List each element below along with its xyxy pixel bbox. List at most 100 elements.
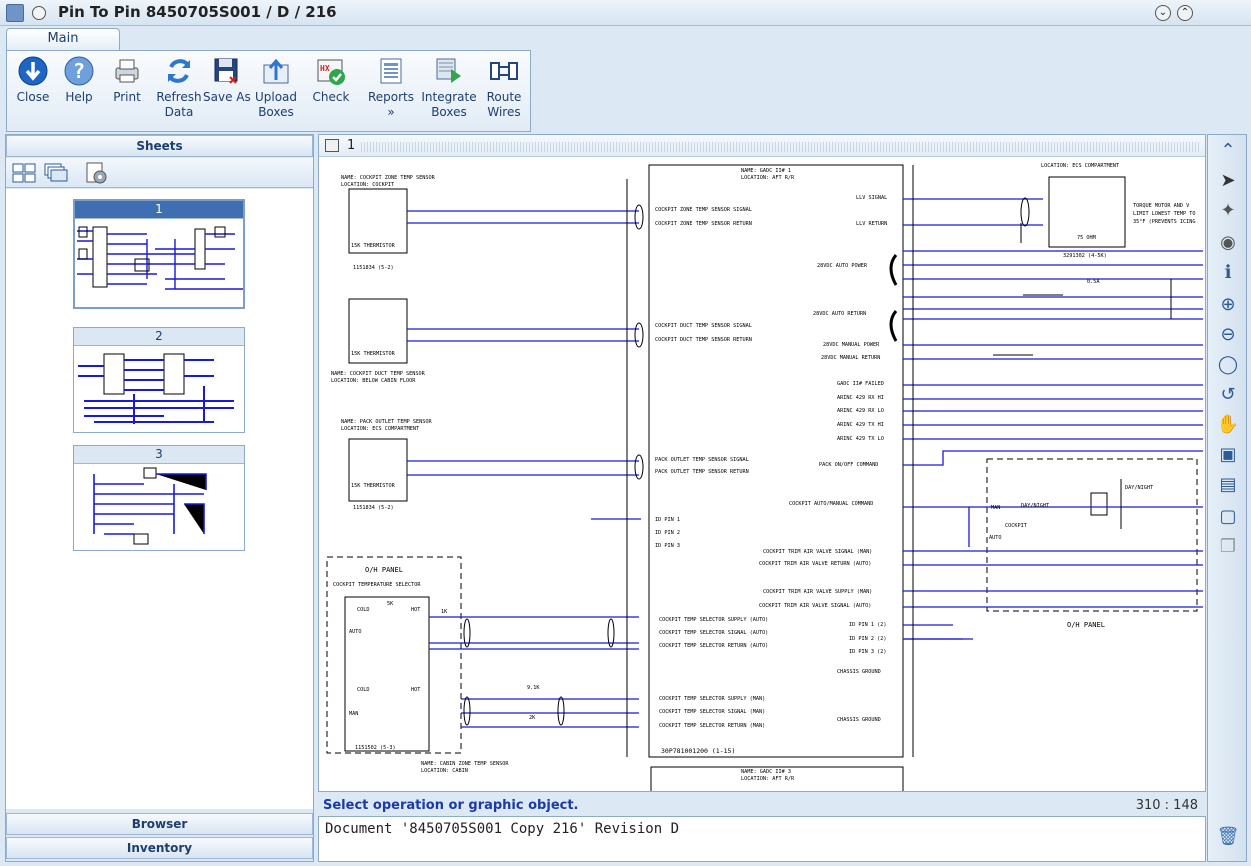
pin-label: PACK ON/OFF COMMAND xyxy=(819,462,878,468)
sheet-thumbnail-list: 1 2 3 xyxy=(6,189,313,809)
floppy-disk-icon xyxy=(214,58,238,84)
save-as-button[interactable]: Save As xyxy=(203,55,251,105)
pan-hand-icon[interactable]: ✋ xyxy=(1216,414,1240,435)
pin-label: ID PIN 3 (2) xyxy=(849,649,886,655)
pin-window-icon[interactable] xyxy=(32,6,46,20)
overview-icon[interactable]: ▤ xyxy=(1219,474,1237,495)
day-night-label: DAY/NIGHT xyxy=(1021,503,1049,509)
ribbon-toolbar: Close ? Help Print Refresh Data Save As … xyxy=(6,50,531,132)
cold-label: COLD xyxy=(357,607,370,613)
sensor2-name: NAME: COCKPIT DUCT TEMP SENSOR xyxy=(331,371,426,377)
integrate-boxes-button[interactable]: Integrate Boxes xyxy=(421,55,477,120)
resistor-5k: 5K xyxy=(387,601,394,607)
sheet-thumbnail[interactable]: 1 xyxy=(73,199,245,309)
hot-label: HOT xyxy=(411,687,420,693)
sheet-thumbnail[interactable]: 2 xyxy=(73,327,245,433)
check-button[interactable]: HX Check xyxy=(309,55,353,105)
pin-label: LLV RETURN xyxy=(856,221,887,227)
pin-label: COCKPIT TEMP SELECTOR RETURN (MAN) xyxy=(659,723,765,729)
limit-note: LIMIT LOWEST TEMP TO xyxy=(1133,211,1195,217)
pin-label: CHASSIS GROUND xyxy=(837,669,881,675)
zoom-area-icon[interactable]: ◯ xyxy=(1217,354,1239,375)
cockpit-label: COCKPIT xyxy=(1005,523,1027,529)
sheet-number: 1 xyxy=(75,201,243,219)
sheets-header[interactable]: Sheets xyxy=(6,135,313,157)
refresh-icon xyxy=(168,59,190,83)
cursor-coordinates: 310 : 148 xyxy=(1135,798,1198,813)
pointer-icon[interactable]: ➤ xyxy=(1220,170,1236,191)
save-as-label: Save As xyxy=(203,90,251,104)
route-wires-button[interactable]: Route Wires xyxy=(483,55,525,120)
pin-label: LLV SIGNAL xyxy=(856,195,887,201)
pin-label: PACK OUTLET TEMP SENSOR RETURN xyxy=(655,469,749,475)
trash-icon[interactable]: 🗑 xyxy=(1216,826,1240,847)
tile-view-icon[interactable] xyxy=(12,163,36,183)
snapshot-icon[interactable]: ▢ xyxy=(1219,506,1237,527)
svg-text:HX: HX xyxy=(320,64,330,73)
sheet-number: 2 xyxy=(74,328,244,346)
sheet-preview xyxy=(77,226,245,290)
route-wires-icon xyxy=(490,62,518,80)
copy-icon[interactable]: ❐ xyxy=(1219,536,1237,557)
zoom-previous-icon[interactable]: ↺ xyxy=(1220,384,1236,405)
sheet-thumbnail[interactable]: 3 xyxy=(73,445,245,551)
printer-icon xyxy=(115,59,139,83)
document-info: Document '8450705S001 Copy 216' Revision… xyxy=(318,816,1206,862)
zoom-out-icon[interactable]: ⊖ xyxy=(1220,324,1236,345)
sensor1-name: NAME: COCKPIT ZONE TEMP SENSOR xyxy=(341,175,436,181)
drawing-canvas[interactable]: 1 xyxy=(318,134,1206,792)
pin-label: ARINC 429 TX LO xyxy=(837,436,884,442)
view-toolbar: ⌃ ➤ ✦ ◉ ℹ ⊕ ⊖ ◯ ↺ ✋ ▣ ▤ ▢ ❐ 🗑 xyxy=(1207,134,1247,862)
pin-label: COCKPIT TRIM AIR VALVE RETURN (AUTO) xyxy=(759,561,871,567)
reports-button[interactable]: Reports » xyxy=(367,55,415,120)
cabin-sensor-name: NAME: CABIN ZONE TEMP SENSOR xyxy=(421,761,509,767)
pin-label: PACK OUTLET TEMP SENSOR SIGNAL xyxy=(655,457,749,463)
cold-label: COLD xyxy=(357,687,370,693)
sheet-preview xyxy=(78,353,234,424)
refresh-data-button[interactable]: Refresh Data xyxy=(153,55,205,120)
app-icon xyxy=(6,4,24,22)
sensor1-location: LOCATION: COCKPIT xyxy=(341,182,394,188)
sensor1-part: 1151834 (5-2) xyxy=(353,265,394,271)
sheet-settings-icon[interactable] xyxy=(84,161,108,185)
pin-label: COCKPIT ZONE TEMP SENSOR RETURN xyxy=(655,221,752,227)
upload-boxes-button[interactable]: Upload Boxes xyxy=(253,55,299,120)
pin-label: ID PIN 1 (2) xyxy=(849,622,886,628)
check-icon: HX xyxy=(317,59,345,85)
print-button[interactable]: Print xyxy=(107,55,147,105)
reports-icon xyxy=(380,58,402,84)
collapse-up-icon[interactable]: ⌃ xyxy=(1220,140,1236,161)
ecs-location: LOCATION: ECS COMPARTMENT xyxy=(1041,163,1119,169)
man-label: MAN xyxy=(991,505,1000,511)
drawing-tab-number: 1 xyxy=(347,138,356,153)
inventory-tab[interactable]: Inventory xyxy=(6,837,313,859)
tab-main[interactable]: Main xyxy=(6,28,120,50)
maximize-button[interactable]: ⌃ xyxy=(1177,5,1193,21)
print-label: Print xyxy=(113,90,141,104)
drawing-tab[interactable]: 1 xyxy=(319,135,1205,157)
selector-part: 1151502 (5-3) xyxy=(355,745,396,751)
pin-label: ARINC 429 TX HI xyxy=(837,422,884,428)
cascade-view-icon[interactable] xyxy=(44,163,68,183)
properties-icon[interactable]: ℹ xyxy=(1224,262,1232,283)
prevents-note: 35°F (PREVENTS ICING xyxy=(1133,219,1195,225)
wiring-diagram[interactable]: NAME: COCKPIT ZONE TEMP SENSOR LOCATION:… xyxy=(321,159,1203,791)
pin-label: CHASSIS GROUND xyxy=(837,717,881,723)
thermistor-label: 15K THERMISTOR xyxy=(351,243,396,249)
browser-tab[interactable]: Browser xyxy=(6,813,313,835)
title-bar: Pin To Pin 8450705S001 / D / 216 ⌄ ⌃ xyxy=(0,0,1251,26)
pin-label: COCKPIT ZONE TEMP SENSOR SIGNAL xyxy=(655,207,752,213)
close-button[interactable]: Close xyxy=(13,55,53,105)
svg-text:?: ? xyxy=(73,59,85,83)
pin-label: ID PIN 3 xyxy=(655,543,680,549)
pointer-star-icon[interactable]: ✦ xyxy=(1220,200,1236,221)
fit-all-icon[interactable]: ▣ xyxy=(1219,444,1237,465)
pin-label: COCKPIT TEMP SELECTOR SIGNAL (MAN) xyxy=(659,709,765,715)
fuse-value: 0.5A xyxy=(1087,279,1100,285)
minimize-button[interactable]: ⌄ xyxy=(1155,5,1171,21)
zoom-in-icon[interactable]: ⊕ xyxy=(1220,294,1236,315)
pin-label: COCKPIT AUTO/MANUAL COMMAND xyxy=(789,501,873,507)
binoculars-icon[interactable]: ◉ xyxy=(1220,232,1236,253)
thermistor-label: 15K THERMISTOR xyxy=(351,351,396,357)
help-button[interactable]: ? Help xyxy=(59,55,99,105)
